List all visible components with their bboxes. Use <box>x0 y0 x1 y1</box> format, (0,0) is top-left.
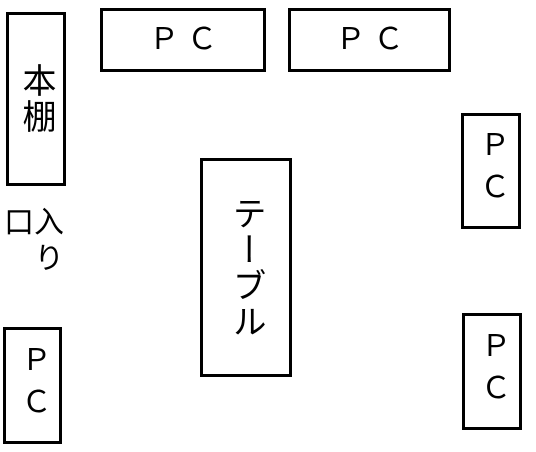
pc-bottom-left-box: ＰＣ <box>3 327 62 444</box>
pc-top-right-label: ＰＣ <box>335 22 412 57</box>
bookshelf-label: 本棚 <box>16 63 56 135</box>
table-box: テーブル <box>200 158 292 377</box>
pc-right-lower-label: ＰＣ <box>475 329 510 414</box>
pc-top-right-box: ＰＣ <box>288 8 451 72</box>
entrance-marker: 入り口 <box>0 206 63 312</box>
pc-right-upper-box: ＰＣ <box>461 113 521 229</box>
entrance-label: 入り口 <box>0 206 63 278</box>
bookshelf-box: 本棚 <box>6 12 66 186</box>
pc-bottom-left-label: ＰＣ <box>15 343 51 428</box>
pc-right-upper-label: ＰＣ <box>474 129 509 213</box>
pc-right-lower-box: ＰＣ <box>462 313 522 430</box>
pc-top-left-label: ＰＣ <box>149 22 225 57</box>
pc-top-left-box: ＰＣ <box>100 8 266 72</box>
table-label: テーブル <box>226 195 266 340</box>
